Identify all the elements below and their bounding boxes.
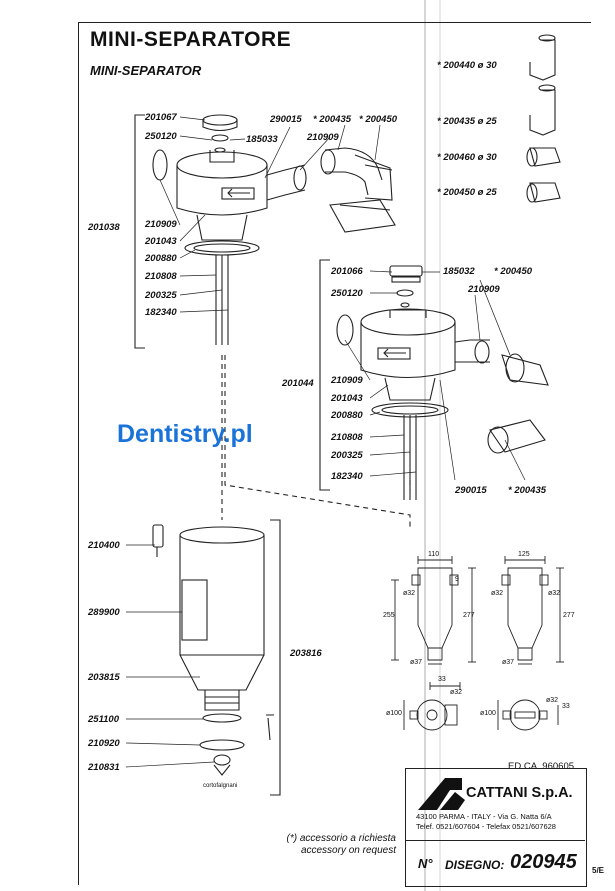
dimension-label: 9 (455, 576, 459, 583)
dimension-label: 277 (463, 612, 475, 619)
part-label: 210400 (88, 540, 120, 551)
title-block-divider (405, 840, 585, 841)
dimension-label: 33 (438, 676, 446, 683)
accessory-note-en: accessory on request (300, 845, 396, 856)
accessory-adapters (526, 34, 561, 203)
part-label: 200880 (331, 410, 363, 421)
part-label: 210808 (145, 271, 177, 282)
part-label: 210909 (145, 219, 177, 230)
dimension-label: ø37 (410, 659, 423, 666)
edition-code: ED.CA. 960605 (508, 761, 575, 772)
part-label: 203815 (88, 672, 120, 683)
part-label: 210909 (468, 284, 500, 295)
company-name: CATTANI S.p.A. (466, 785, 573, 801)
drawing-number: 020945 (510, 851, 577, 873)
dimension-label: ø32 (548, 590, 561, 597)
dimension-label: ø32 (403, 590, 416, 597)
part-label: 250120 (331, 288, 363, 299)
part-label: 200880 (145, 253, 177, 264)
bracket-203816 (270, 519, 281, 796)
part-label: 201067 (145, 112, 177, 123)
dimension-label: ø100 (480, 710, 496, 717)
dimension-label: 110 (428, 551, 440, 558)
part-label: * 200450 (359, 114, 398, 125)
part-label: 200325 (145, 290, 177, 301)
dimension-label: 255 (383, 612, 395, 619)
drawing-frame (78, 22, 591, 885)
part-label: * 200450 (494, 266, 533, 277)
part-label: 250120 (145, 131, 177, 142)
part-label: 185032 (443, 266, 475, 277)
accessory-label: * 200440 ø 30 (437, 60, 497, 71)
company-address: 43100 PARMA - ITALY - Via G. Natta 6/A T… (416, 812, 556, 831)
part-label: 210920 (88, 738, 120, 749)
part-label: 290015 (455, 485, 487, 496)
accessory-note-it: (*) accessorio a richiesta (286, 833, 396, 844)
dimension-label: ø32 (450, 689, 463, 696)
bracket-201038 (134, 114, 145, 349)
group-code-middle: 201044 (282, 378, 314, 389)
phone-line: Telef. 0521/607604 - Telefax 0521/607628 (416, 821, 556, 831)
cattani-logo (418, 778, 465, 810)
middle-separator-assembly (336, 265, 549, 500)
drawing-number-prefix: N° (418, 856, 433, 871)
part-label: 182340 (331, 471, 363, 482)
part-label: 210909 (307, 132, 339, 143)
part-label: 289900 (88, 607, 120, 618)
part-label: 210808 (331, 432, 363, 443)
bracket-201044 (319, 259, 330, 491)
maker-mark: cortofalgnani (203, 783, 238, 789)
watermark-text: Dentistry.pl (117, 420, 253, 448)
page-number: 5/E (592, 866, 605, 875)
dimension-label: ø37 (502, 659, 515, 666)
leader-lines (125, 116, 526, 768)
part-label: 201043 (331, 393, 363, 404)
part-label: 182340 (145, 307, 177, 318)
dimension-label: ø32 (491, 590, 504, 597)
accessory-label: * 200460 ø 30 (437, 152, 497, 163)
accessory-note: (*) accessorio a richiesta accessory on … (258, 833, 396, 857)
part-label: 210831 (88, 762, 120, 773)
part-label: 290015 (270, 114, 302, 125)
part-label: 200325 (331, 450, 363, 461)
dimension-label: 33 (562, 703, 570, 710)
drawing-title: MINI-SEPARATORE (90, 28, 292, 51)
dimension-label: 277 (563, 612, 575, 619)
accessory-label: * 200435 ø 25 (437, 116, 497, 127)
dimension-views (391, 556, 564, 731)
dimension-label: ø100 (386, 710, 402, 717)
part-label: 251100 (88, 714, 119, 725)
part-label: 185033 (246, 134, 278, 145)
part-label: * 200435 (313, 114, 352, 125)
dimension-label: ø32 (546, 697, 559, 704)
part-label: 210909 (331, 375, 363, 386)
part-label: 201066 (331, 266, 363, 277)
drawing-subtitle: MINI-SEPARATOR (90, 63, 202, 78)
part-label: * 200435 (508, 485, 547, 496)
group-code-upper: 201038 (88, 222, 120, 233)
group-code-lower: 203816 (290, 648, 322, 659)
accessory-label: * 200450 ø 25 (437, 187, 497, 198)
upper-separator-assembly (152, 114, 396, 345)
centerline-upper (224, 355, 411, 530)
part-label: 201043 (145, 236, 177, 247)
drawing-number-label: DISEGNO: (445, 858, 505, 872)
dimension-label: 125 (518, 551, 530, 558)
address-line: 43100 PARMA - ITALY - Via G. Natta 6/A (416, 812, 552, 821)
title-block (405, 768, 587, 887)
